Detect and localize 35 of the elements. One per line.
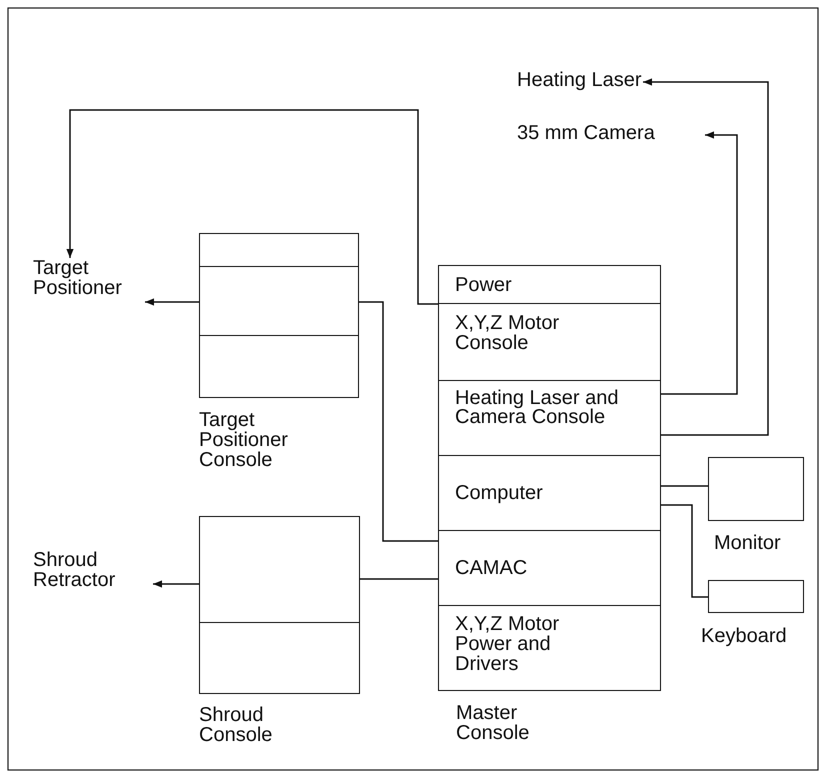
section-label: X,Y,Z Motor Power and Drivers [455, 614, 560, 674]
console-caption: Shroud Console [199, 705, 274, 745]
console-section [438, 303, 661, 382]
console-caption: Monitor [714, 533, 782, 553]
console-section [199, 516, 360, 624]
section-label: CAMAC [455, 558, 528, 578]
node-label: 35 mm Camera [517, 123, 656, 143]
section-label: Computer [455, 483, 544, 503]
console-section [438, 380, 661, 457]
node-label: Heating Laser [517, 70, 641, 90]
connector-line [360, 578, 438, 580]
arrow [153, 580, 199, 588]
console-section [199, 335, 359, 398]
section-label: Heating Laser and Camera Console [455, 389, 620, 427]
console-caption: Keyboard [701, 626, 788, 646]
console-section [438, 605, 661, 691]
console-section [199, 233, 359, 268]
arrow [661, 131, 738, 395]
console-section [438, 455, 661, 532]
node-label: Target Positioner [33, 258, 123, 298]
console-section [199, 622, 360, 694]
console-section [438, 265, 661, 305]
connector-line [661, 504, 708, 598]
connector-line [661, 485, 708, 487]
console-caption: Master Console [456, 703, 530, 743]
console-caption: Target Positioner Console [199, 410, 289, 470]
section-label: X,Y,Z Motor Console [455, 313, 560, 353]
section-label: Power [455, 275, 513, 295]
arrow [643, 78, 769, 436]
connector-line [359, 301, 438, 542]
console-section [199, 266, 359, 337]
arrow [66, 109, 438, 305]
arrow [145, 298, 199, 306]
console-section [438, 530, 661, 607]
node-label: Shroud Retractor [33, 550, 116, 590]
